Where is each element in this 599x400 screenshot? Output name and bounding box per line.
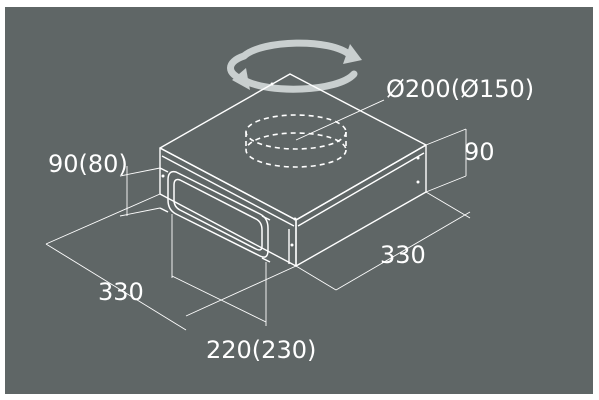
diagram-background-panel xyxy=(5,7,593,394)
outlet-diameter-label: Ø200(Ø150) xyxy=(386,75,534,103)
height-label: 90 xyxy=(464,138,495,166)
side-inlet-height-label: 90(80) xyxy=(48,150,128,178)
fastener-dots xyxy=(161,82,420,247)
top-outlet-dashed xyxy=(245,114,347,168)
depth-label: 330 xyxy=(380,241,426,269)
dimension-lines xyxy=(45,99,471,331)
rotate-arrows-icon xyxy=(227,39,362,93)
width-label: 330 xyxy=(98,278,144,306)
side-inlet-duct xyxy=(159,167,271,263)
side-inlet-width-label: 220(230) xyxy=(206,336,316,364)
